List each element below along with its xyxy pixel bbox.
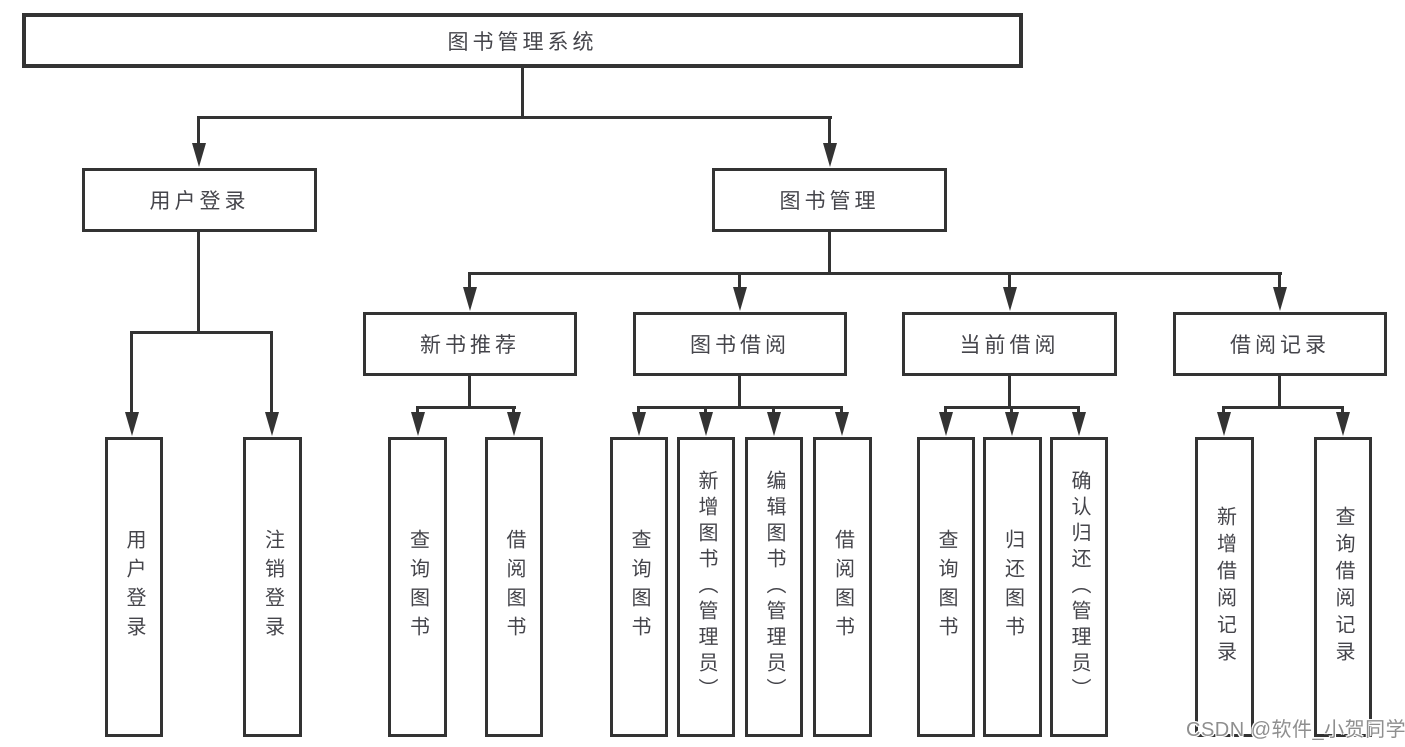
- leaf-borrow-add-books-admin: 新增图书（管理员）: [677, 437, 735, 737]
- connector-line: [1222, 406, 1344, 409]
- leaf-current-query-books-label: 查询图书: [935, 529, 957, 645]
- watermark: CSDN @软件_小贺同学: [1186, 719, 1405, 741]
- arrowhead-down: [1072, 412, 1086, 436]
- node-new-book-recommend-label: 新书推荐: [420, 334, 520, 357]
- arrowhead-down: [733, 287, 747, 311]
- connector-line: [1341, 406, 1344, 416]
- connector-line: [521, 68, 524, 118]
- node-book-management: 图书管理: [712, 168, 947, 232]
- arrowhead-down: [1336, 412, 1350, 436]
- connector-line: [1008, 376, 1011, 408]
- connector-line: [828, 232, 831, 274]
- node-current-borrow-label: 当前借阅: [959, 334, 1060, 357]
- connector-line: [637, 406, 640, 416]
- leaf-newbook-query-books: 查询图书: [388, 437, 447, 737]
- connector-line: [828, 116, 831, 147]
- leaf-user-login: 用户登录: [105, 437, 163, 737]
- connector-line: [512, 406, 515, 416]
- arrowhead-down: [699, 412, 713, 436]
- leaf-borrow-query-books-label: 查询图书: [628, 529, 650, 645]
- leaf-current-query-books: 查询图书: [917, 437, 975, 737]
- arrowhead-down: [939, 412, 953, 436]
- connector-line: [704, 406, 707, 416]
- connector-line: [416, 406, 516, 409]
- connector-line: [197, 116, 832, 119]
- connector-line: [738, 376, 741, 408]
- leaf-current-confirm-return-admin-label: 确认归还（管理员）: [1068, 470, 1090, 704]
- leaf-user-login-label: 用户登录: [123, 529, 145, 645]
- leaf-records-query-record-label: 查询借阅记录: [1332, 506, 1354, 668]
- node-book-borrow: 图书借阅: [633, 312, 847, 376]
- leaf-records-add-record: 新增借阅记录: [1195, 437, 1254, 737]
- leaf-logout-label: 注销登录: [261, 529, 284, 645]
- connector-line: [468, 272, 1282, 275]
- node-current-borrow: 当前借阅: [902, 312, 1117, 376]
- connector-line: [270, 331, 273, 415]
- node-borrow-records: 借阅记录: [1173, 312, 1387, 376]
- arrowhead-down: [1273, 287, 1287, 311]
- leaf-current-confirm-return-admin: 确认归还（管理员）: [1050, 437, 1108, 737]
- connector-line: [1077, 406, 1080, 416]
- connector-line: [1278, 376, 1281, 408]
- leaf-borrow-edit-books-admin-label: 编辑图书（管理员）: [763, 470, 785, 704]
- arrowhead-down: [265, 412, 279, 436]
- node-user-login: 用户登录: [82, 168, 317, 232]
- arrowhead-down: [125, 412, 139, 436]
- leaf-borrow-query-books: 查询图书: [610, 437, 668, 737]
- leaf-records-add-record-label: 新增借阅记录: [1213, 506, 1236, 668]
- node-user-login-label: 用户登录: [149, 190, 250, 213]
- connector-line: [637, 406, 843, 409]
- arrowhead-down: [463, 287, 477, 311]
- connector-line: [1010, 406, 1013, 416]
- connector-line: [197, 232, 200, 333]
- arrowhead-down: [1217, 412, 1231, 436]
- leaf-borrow-edit-books-admin: 编辑图书（管理员）: [745, 437, 803, 737]
- connector-line: [840, 406, 843, 416]
- arrowhead-down: [411, 412, 425, 436]
- node-book-management-label: 图书管理: [779, 190, 880, 213]
- connector-line: [416, 406, 419, 416]
- connector-line: [197, 116, 200, 147]
- connector-line: [772, 406, 775, 416]
- arrowhead-down: [1005, 412, 1019, 436]
- connector-line: [1278, 272, 1281, 293]
- leaf-newbook-borrow-books: 借阅图书: [485, 437, 543, 737]
- arrowhead-down: [1003, 287, 1017, 311]
- arrowhead-down: [507, 412, 521, 436]
- connector-line: [468, 272, 471, 293]
- leaf-newbook-borrow-books-label: 借阅图书: [503, 529, 525, 645]
- connector-line: [130, 331, 273, 334]
- leaf-borrow-borrow-books-label: 借阅图书: [831, 529, 854, 645]
- leaf-borrow-add-books-admin-label: 新增图书（管理员）: [695, 470, 717, 704]
- arrowhead-down: [767, 412, 781, 436]
- node-root-label: 图书管理系统: [447, 30, 598, 54]
- connector-line: [1008, 272, 1011, 293]
- arrowhead-down: [632, 412, 646, 436]
- leaf-borrow-borrow-books: 借阅图书: [813, 437, 872, 737]
- connector-line: [130, 331, 133, 415]
- leaf-current-return-books: 归还图书: [983, 437, 1042, 737]
- leaf-current-return-books-label: 归还图书: [1001, 529, 1024, 645]
- arrowhead-down: [835, 412, 849, 436]
- leaf-logout: 注销登录: [243, 437, 302, 737]
- arrowhead-down: [823, 143, 837, 167]
- arrowhead-down: [192, 143, 206, 167]
- connector-line: [468, 376, 471, 408]
- node-new-book-recommend: 新书推荐: [363, 312, 577, 376]
- connector-line: [944, 406, 947, 416]
- node-borrow-records-label: 借阅记录: [1230, 334, 1330, 357]
- connector-line: [1222, 406, 1225, 416]
- node-book-borrow-label: 图书借阅: [690, 334, 790, 357]
- connector-line: [738, 272, 741, 293]
- leaf-newbook-query-books-label: 查询图书: [406, 529, 429, 645]
- node-root: 图书管理系统: [22, 13, 1023, 68]
- leaf-records-query-record: 查询借阅记录: [1314, 437, 1372, 737]
